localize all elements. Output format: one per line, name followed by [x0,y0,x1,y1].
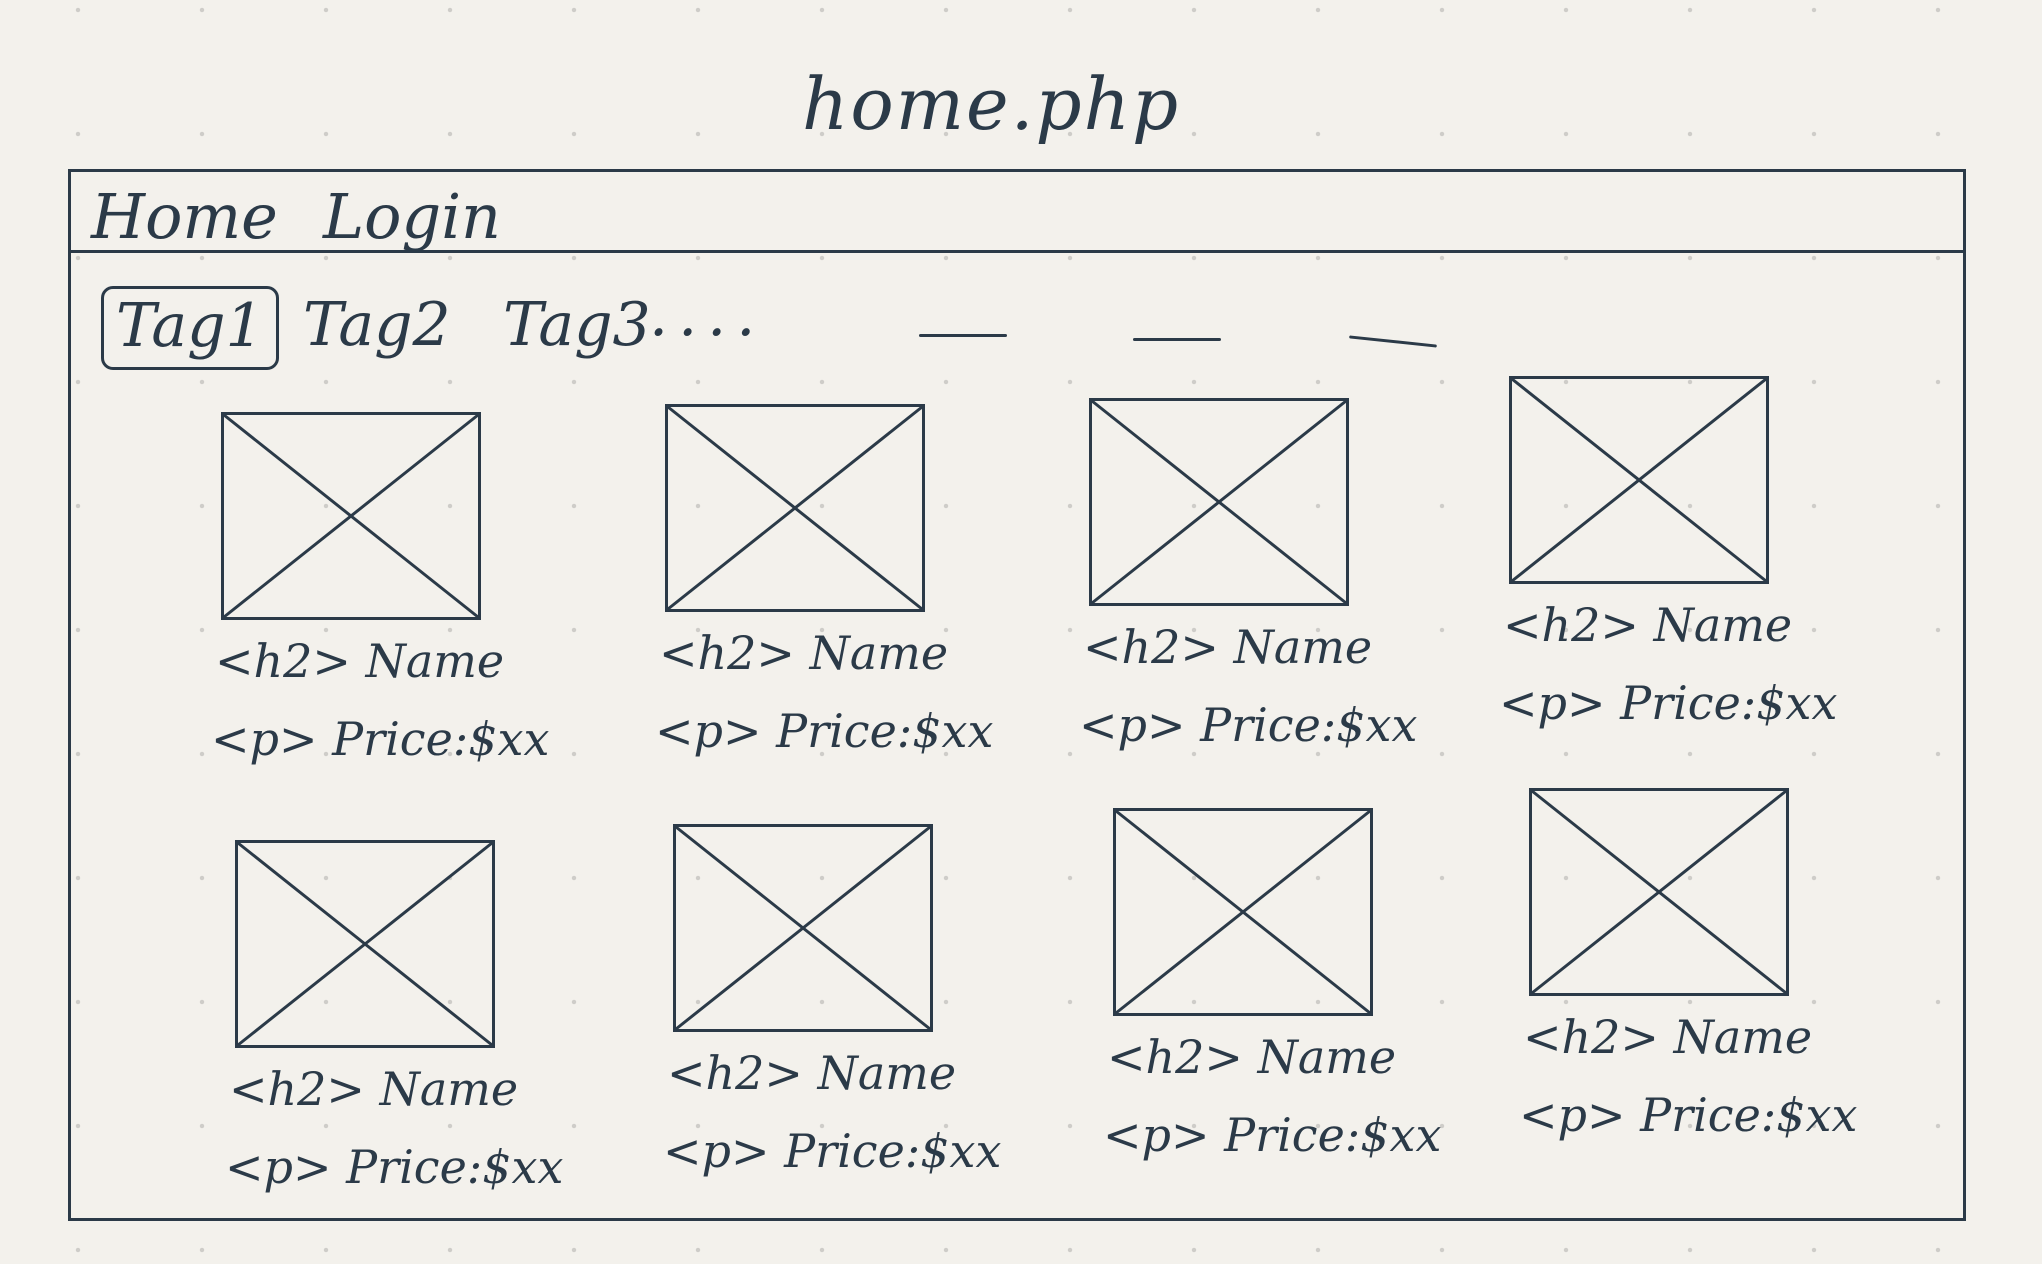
image-placeholder-cross [1116,811,1370,1013]
product-card[interactable]: <h2> Name <p> Price:$xx [663,824,1027,1204]
image-placeholder-cross [676,827,930,1029]
product-card[interactable]: <h2> Name <p> Price:$xx [1499,376,1863,756]
tag-placeholder-dash [919,334,1007,337]
product-name: <h2> Name [1107,1030,1397,1084]
image-placeholder-icon [1509,376,1769,584]
page-title: home.php [802,62,1181,146]
product-name: <h2> Name [1083,620,1373,674]
product-name: <h2> Name [1523,1010,1813,1064]
image-placeholder-cross [224,415,478,617]
product-card[interactable]: <h2> Name <p> Price:$xx [211,412,575,792]
image-placeholder-icon [235,840,495,1048]
image-placeholder-icon [221,412,481,620]
product-price: <p> Price:$xx [211,712,550,766]
nav-link-login[interactable]: Login [323,180,501,253]
product-price: <p> Price:$xx [1499,676,1838,730]
tag-2[interactable]: Tag2 [303,290,451,360]
tag-3[interactable]: Tag3 [503,290,651,360]
product-price: <p> Price:$xx [1103,1108,1442,1162]
product-name: <h2> Name [1503,598,1793,652]
product-card[interactable]: <h2> Name <p> Price:$xx [1079,398,1443,778]
image-placeholder-icon [1529,788,1789,996]
image-placeholder-cross [668,407,922,609]
tag-1-selected[interactable]: Tag1 [101,286,279,370]
product-card[interactable]: <h2> Name <p> Price:$xx [1519,788,1883,1168]
nav-link-home[interactable]: Home [91,180,278,253]
product-card[interactable]: <h2> Name <p> Price:$xx [225,840,589,1220]
image-placeholder-icon [1113,808,1373,1016]
image-placeholder-cross [1092,401,1346,603]
tag-ellipsis: .... [649,280,766,350]
product-card[interactable]: <h2> Name <p> Price:$xx [1103,808,1467,1188]
nav-bar: Home Login [71,172,1963,253]
product-price: <p> Price:$xx [655,704,994,758]
product-name: <h2> Name [659,626,949,680]
product-price: <p> Price:$xx [1079,698,1418,752]
product-card[interactable]: <h2> Name <p> Price:$xx [655,404,1019,784]
image-placeholder-icon [673,824,933,1032]
product-price: <p> Price:$xx [663,1124,1002,1178]
image-placeholder-icon [1089,398,1349,606]
product-price: <p> Price:$xx [1519,1088,1858,1142]
product-name: <h2> Name [667,1046,957,1100]
tag-placeholder-dash [1349,335,1437,348]
product-name: <h2> Name [215,634,505,688]
tag-placeholder-dash [1133,338,1221,341]
product-name: <h2> Name [229,1062,519,1116]
image-placeholder-icon [665,404,925,612]
image-placeholder-cross [238,843,492,1045]
product-price: <p> Price:$xx [225,1140,564,1194]
wireframe-frame: Home Login Tag1 Tag2 Tag3 .... <h2> Name… [68,169,1966,1221]
image-placeholder-cross [1532,791,1786,993]
image-placeholder-cross [1512,379,1766,581]
